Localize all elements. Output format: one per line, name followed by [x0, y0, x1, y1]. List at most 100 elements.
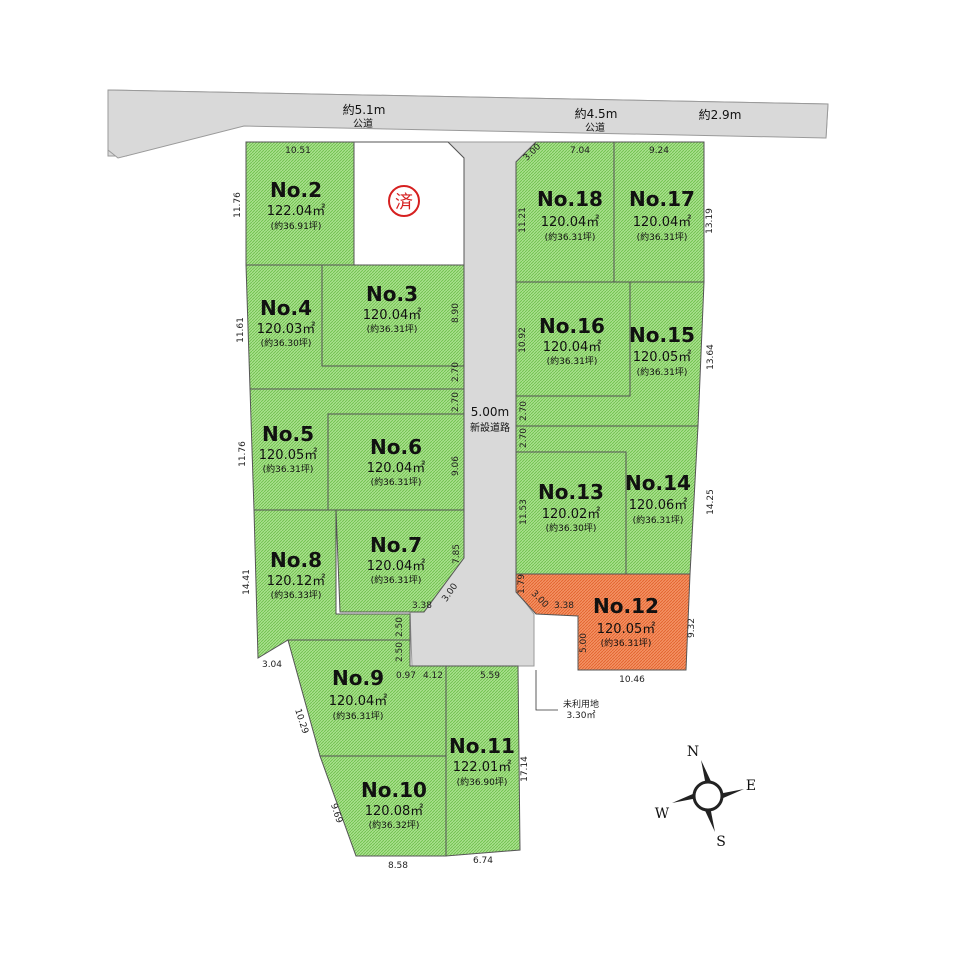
lot-no11-tsubo: (約36.90坪)	[457, 776, 508, 788]
dim-label: 2.70	[519, 428, 529, 448]
lot-no9-area: 120.04㎡	[329, 694, 388, 709]
dim-label: 9.06	[451, 456, 461, 476]
road-labels: 約5.1m 公道 約4.5m 公道 約2.9m 5.00m 新設道路	[343, 102, 742, 434]
lot-no14-area: 120.06㎡	[629, 498, 688, 513]
lot-no13-tsubo: (約36.30坪)	[546, 522, 597, 534]
lot-no8-number: No.8	[270, 548, 322, 572]
lot-no5-area: 120.05㎡	[259, 448, 318, 463]
lot-no5-tsubo: (約36.31坪)	[263, 463, 314, 475]
lot-no15-area: 120.05㎡	[633, 350, 692, 365]
dim-label: 6.74	[473, 856, 493, 866]
compass-east: E	[746, 778, 756, 794]
lot-no18-area: 120.04㎡	[541, 215, 600, 230]
lot-no6-number: No.6	[370, 435, 422, 459]
dim-label: 3.38	[412, 601, 432, 611]
public-road-width-west: 約5.1m	[343, 102, 386, 117]
dim-label: 10.29	[292, 708, 310, 736]
lot-no17[interactable]	[613, 141, 705, 283]
lot-no16-tsubo: (約36.31坪)	[547, 355, 598, 367]
dim-label: 2.50	[395, 617, 405, 637]
dim-label: 3.38	[554, 601, 574, 611]
dim-label: 3.04	[262, 660, 282, 670]
lot-no14-number: No.14	[625, 471, 691, 495]
dim-label: 1.79	[517, 574, 527, 594]
lot-no17-area: 120.04㎡	[633, 215, 692, 230]
lot-no14-tsubo: (約36.31坪)	[633, 514, 684, 526]
lot-no18[interactable]	[515, 141, 615, 283]
lot-no3-area: 120.04㎡	[363, 308, 422, 323]
lot-no10-number: No.10	[361, 778, 427, 802]
dim-label: 8.58	[388, 861, 408, 871]
lot-no13-number: No.13	[538, 480, 604, 504]
dim-label: 9.32	[687, 618, 697, 638]
dim-label: 8.90	[451, 303, 461, 323]
lot-no13-area: 120.02㎡	[542, 507, 601, 522]
public-road-label-west: 公道	[353, 117, 373, 130]
public-road-width-mid: 約4.5m	[575, 106, 618, 121]
lot-no8-area: 120.12㎡	[267, 574, 326, 589]
dim-label: 2.70	[519, 401, 529, 421]
dim-label: 17.14	[520, 756, 530, 782]
compass-south: S	[716, 834, 726, 850]
lot-no12-tsubo: (約36.31坪)	[601, 637, 652, 649]
dim-label: 10.51	[285, 146, 311, 156]
lot-no8[interactable]	[253, 509, 411, 659]
dim-label: 5.59	[480, 671, 500, 681]
dim-label: 11.76	[233, 192, 243, 218]
lot-no3-tsubo: (約36.31坪)	[367, 323, 418, 335]
lot-no9-number: No.9	[332, 666, 384, 690]
dim-label: 2.70	[451, 392, 461, 412]
unused-land-callout: 未利用地 3.30㎡	[535, 670, 599, 721]
lot-no16-number: No.16	[539, 314, 605, 338]
dim-label: 7.04	[570, 146, 590, 156]
lot-no10-area: 120.08㎡	[365, 804, 424, 819]
lot-no11-area: 122.01㎡	[453, 760, 512, 775]
lot-no2-tsubo: (約36.91坪)	[271, 220, 322, 232]
lot-labels: No.2 122.04㎡ (約36.91坪) No.3 120.04㎡ (約36…	[257, 178, 695, 831]
lot-no4-area: 120.03㎡	[257, 322, 316, 337]
lot-no12[interactable]	[515, 573, 691, 671]
sold-stamp-text: 済	[395, 192, 413, 213]
dim-label: 2.70	[451, 362, 461, 382]
dim-label: 10.92	[518, 327, 528, 353]
lot-no8-tsubo: (約36.33坪)	[271, 589, 322, 601]
dim-label: 11.61	[236, 317, 246, 343]
unused-land-area: 3.30㎡	[566, 710, 595, 721]
lot-no11[interactable]	[445, 665, 521, 857]
lot-no3[interactable]	[321, 264, 465, 367]
lot-no5-number: No.5	[262, 422, 314, 446]
lot-no6-area: 120.04㎡	[367, 461, 426, 476]
dim-label: 13.64	[706, 344, 716, 370]
compass-icon: N E S W	[655, 744, 756, 850]
lot-no15-number: No.15	[629, 323, 695, 347]
lot-no10-tsubo: (約36.32坪)	[369, 819, 420, 831]
dim-label: 9.24	[649, 146, 669, 156]
new-road-width: 5.00m	[471, 405, 509, 419]
dim-label: 2.50	[395, 642, 405, 662]
dim-label: 0.97	[396, 671, 416, 681]
public-road-edge	[107, 89, 829, 159]
lot-no4-number: No.4	[260, 296, 312, 320]
dim-label: 4.12	[423, 671, 443, 681]
lot-no12-number: No.12	[593, 594, 659, 618]
compass-west: W	[655, 806, 670, 822]
lot-no2-number: No.2	[270, 178, 322, 202]
lot-no3-number: No.3	[366, 282, 418, 306]
dim-label: 5.00	[579, 633, 589, 653]
lot-no16[interactable]	[515, 281, 631, 397]
dim-label: 10.46	[619, 675, 645, 685]
dim-label: 11.53	[519, 499, 529, 525]
lot-no18-tsubo: (約36.31坪)	[545, 231, 596, 243]
lot-no7-number: No.7	[370, 533, 422, 557]
compass-north: N	[687, 744, 699, 760]
unused-land-label: 未利用地	[563, 698, 599, 710]
sold-stamp: 済	[388, 185, 420, 217]
dim-label: 13.19	[705, 208, 715, 234]
lot-no7-area: 120.04㎡	[367, 559, 426, 574]
lot-no17-number: No.17	[629, 187, 695, 211]
lot-no9-tsubo: (約36.31坪)	[333, 710, 384, 722]
public-road-width-east: 約2.9m	[699, 107, 742, 122]
lot-no15-tsubo: (約36.31坪)	[637, 366, 688, 378]
lot-no7[interactable]	[335, 509, 465, 613]
